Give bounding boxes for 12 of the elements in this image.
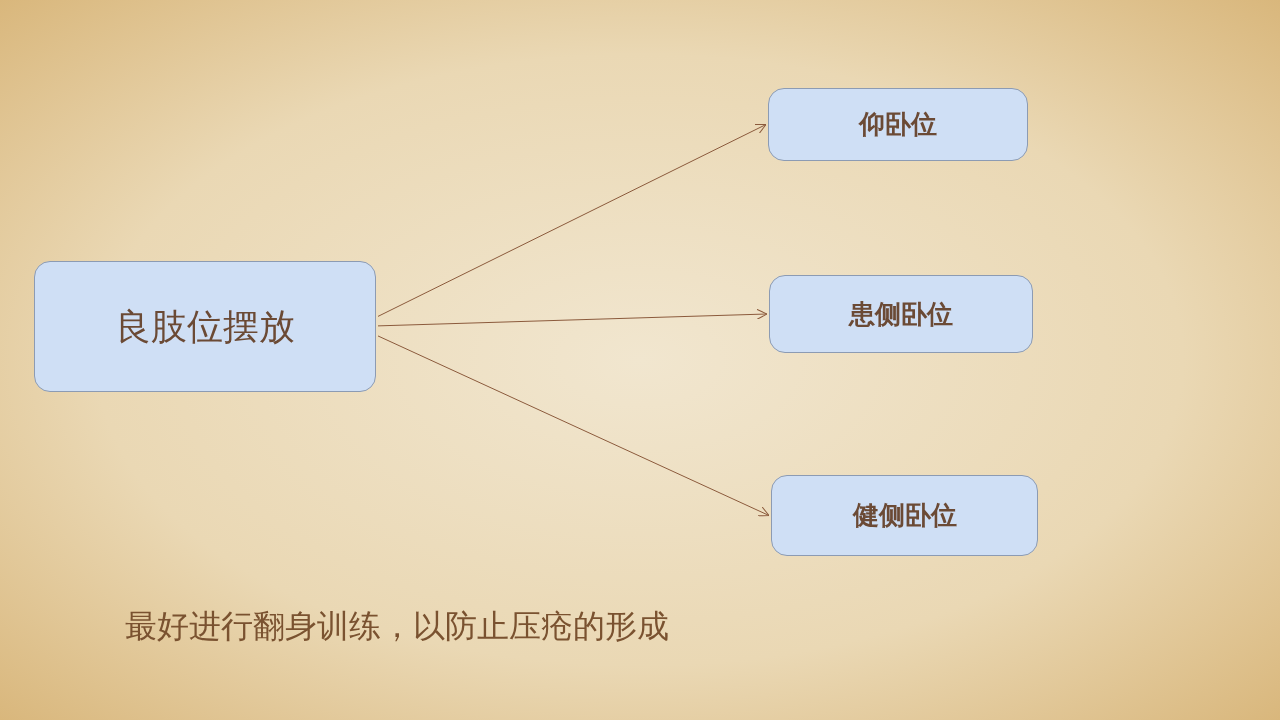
process-box	[34, 261, 376, 392]
process-box	[768, 88, 1028, 161]
note-text: 最好进行翻身训练，以防止压疮的形成	[125, 606, 669, 647]
box-label: 健侧卧位	[852, 499, 957, 532]
box-label: 良肢位摆放	[115, 304, 295, 349]
process-box	[771, 475, 1038, 556]
arrow	[377, 123, 767, 317]
box-label: 患侧卧位	[849, 297, 953, 331]
process-box	[769, 275, 1033, 353]
arrow	[377, 308, 768, 327]
arrow	[377, 335, 770, 517]
box-label: 仰卧位	[859, 108, 937, 141]
